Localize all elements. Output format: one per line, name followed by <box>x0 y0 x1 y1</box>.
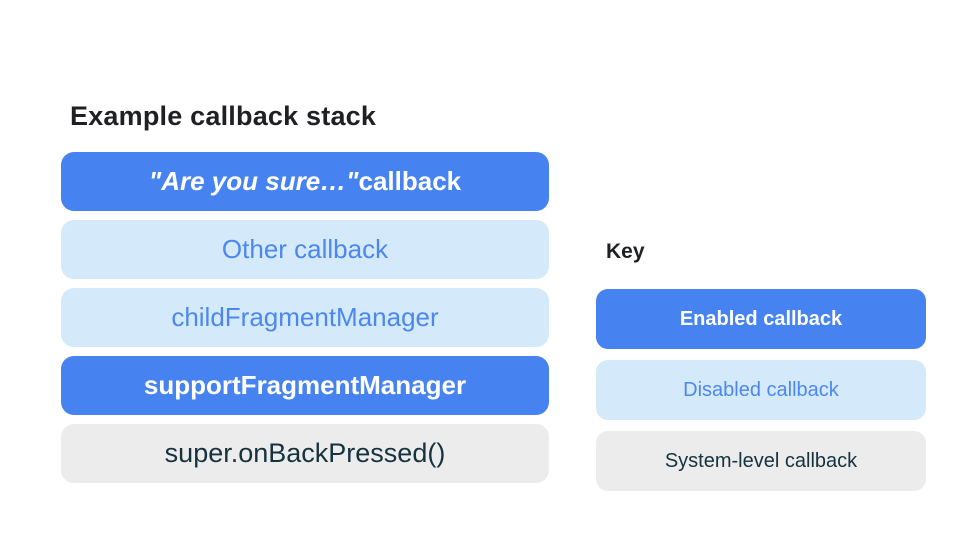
key-item-enabled-callback: Enabled callback <box>596 289 926 349</box>
stack-item-supportfragmentmanager: supportFragmentManager <box>61 356 549 415</box>
stack-item-childfragmentmanager: childFragmentManager <box>61 288 549 347</box>
stack-item-other-callback: Other callback <box>61 220 549 279</box>
stack-item-are-you-sure-callback: "Are you sure…" callback <box>61 152 549 211</box>
key-legend: Enabled callback Disabled callback Syste… <box>596 289 926 491</box>
key-title: Key <box>606 240 645 263</box>
key-item-disabled-callback: Disabled callback <box>596 360 926 420</box>
key-item-system-level-callback: System-level callback <box>596 431 926 491</box>
stack-item-label-italic: "Are you sure…" <box>148 166 359 196</box>
stack-item-super-onbackpressed: super.onBackPressed() <box>61 424 549 483</box>
callback-stack: "Are you sure…" callback Other callback … <box>61 152 549 483</box>
stack-item-label-rest: callback <box>358 166 462 196</box>
stack-title: Example callback stack <box>70 101 377 131</box>
